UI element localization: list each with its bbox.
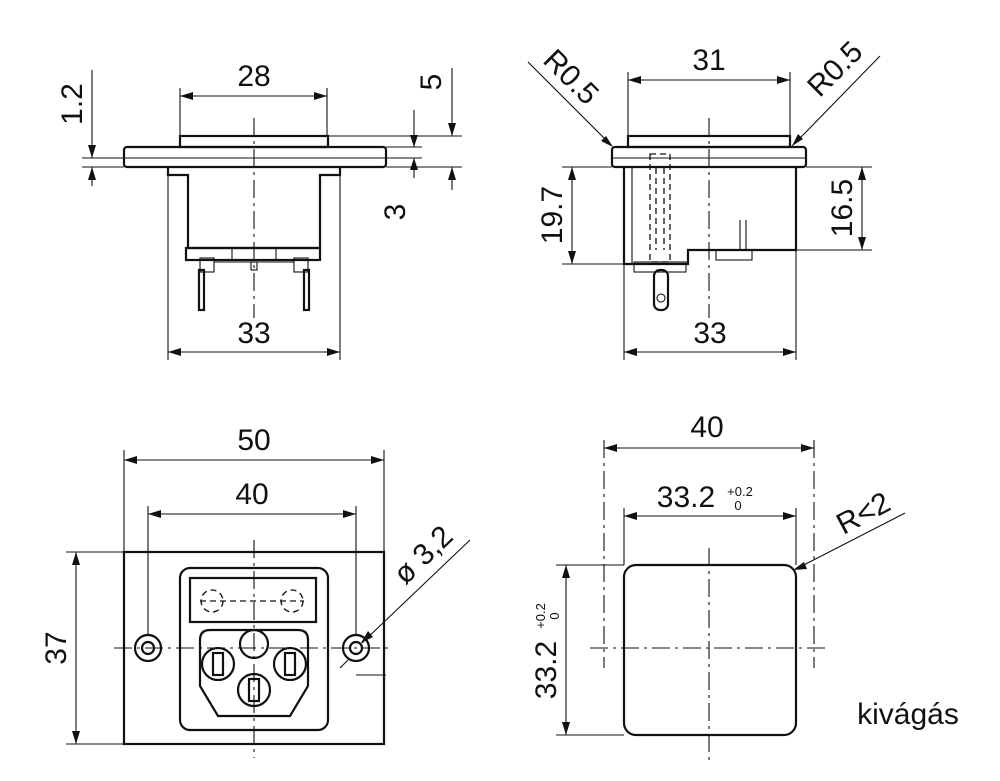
side-height-left-label: 19.7 (536, 186, 569, 244)
face-pin-neutral (283, 651, 297, 677)
face-fuse-drawer (188, 576, 318, 624)
cutout-width-label: 33.2 (657, 481, 715, 514)
cutout-height-tol-lower: 0 (547, 612, 562, 619)
side-width-bottom-label: 33 (693, 317, 726, 350)
side-pin (652, 268, 670, 312)
face-c14-socket (198, 628, 310, 718)
front-flange-thickness-label: 1.2 (56, 83, 89, 125)
front-pin-right (302, 268, 311, 312)
cutout-height-tol-upper: +0.2 (533, 603, 548, 629)
front-width-top-label: 28 (237, 60, 270, 93)
side-width-top-label: 31 (692, 44, 725, 77)
front-view: 28 33 1.2 5 3 (56, 60, 462, 360)
side-body (622, 167, 798, 266)
cutout-corner-radius-label: R<2 (831, 486, 896, 541)
side-radius-left-label: R0.5 (537, 43, 605, 111)
side-radius-right-label: R0.5 (801, 35, 869, 103)
front-depth-low-label: 3 (379, 204, 412, 221)
front-width-bottom-label: 33 (237, 317, 270, 350)
side-height-right-label: 16.5 (826, 179, 859, 237)
front-terminal-block (184, 246, 322, 262)
cutout-overall-width-label: 40 (690, 411, 723, 444)
face-hole-diameter-label: ø 3,2 (387, 520, 459, 591)
cutout-width-tol-lower: 0 (734, 498, 741, 513)
cutout-view: 40 33.2 +0.2 0 33.2 +0.2 0 R<2 kivágás (530, 411, 959, 762)
side-fuse-holder-hidden (649, 153, 671, 263)
front-depth-top-label: 5 (415, 74, 448, 91)
face-overall-width-label: 50 (237, 424, 270, 457)
front-pin-left (197, 268, 206, 312)
cutout-caption: kivágás (857, 698, 959, 731)
side-view: 31 33 R0.5 R0.5 19.7 16.5 (527, 35, 881, 360)
cutout-height-label: 33.2 (530, 641, 563, 699)
face-view: 50 40 37 ø 3,2 (40, 424, 471, 758)
face-pin-line (211, 651, 225, 677)
cutout-width-tol-upper: +0.2 (727, 484, 753, 499)
front-flange (122, 145, 388, 169)
face-hole-spacing-label: 40 (235, 478, 268, 511)
cutout-outline (622, 563, 798, 737)
face-height-label: 37 (40, 631, 73, 664)
